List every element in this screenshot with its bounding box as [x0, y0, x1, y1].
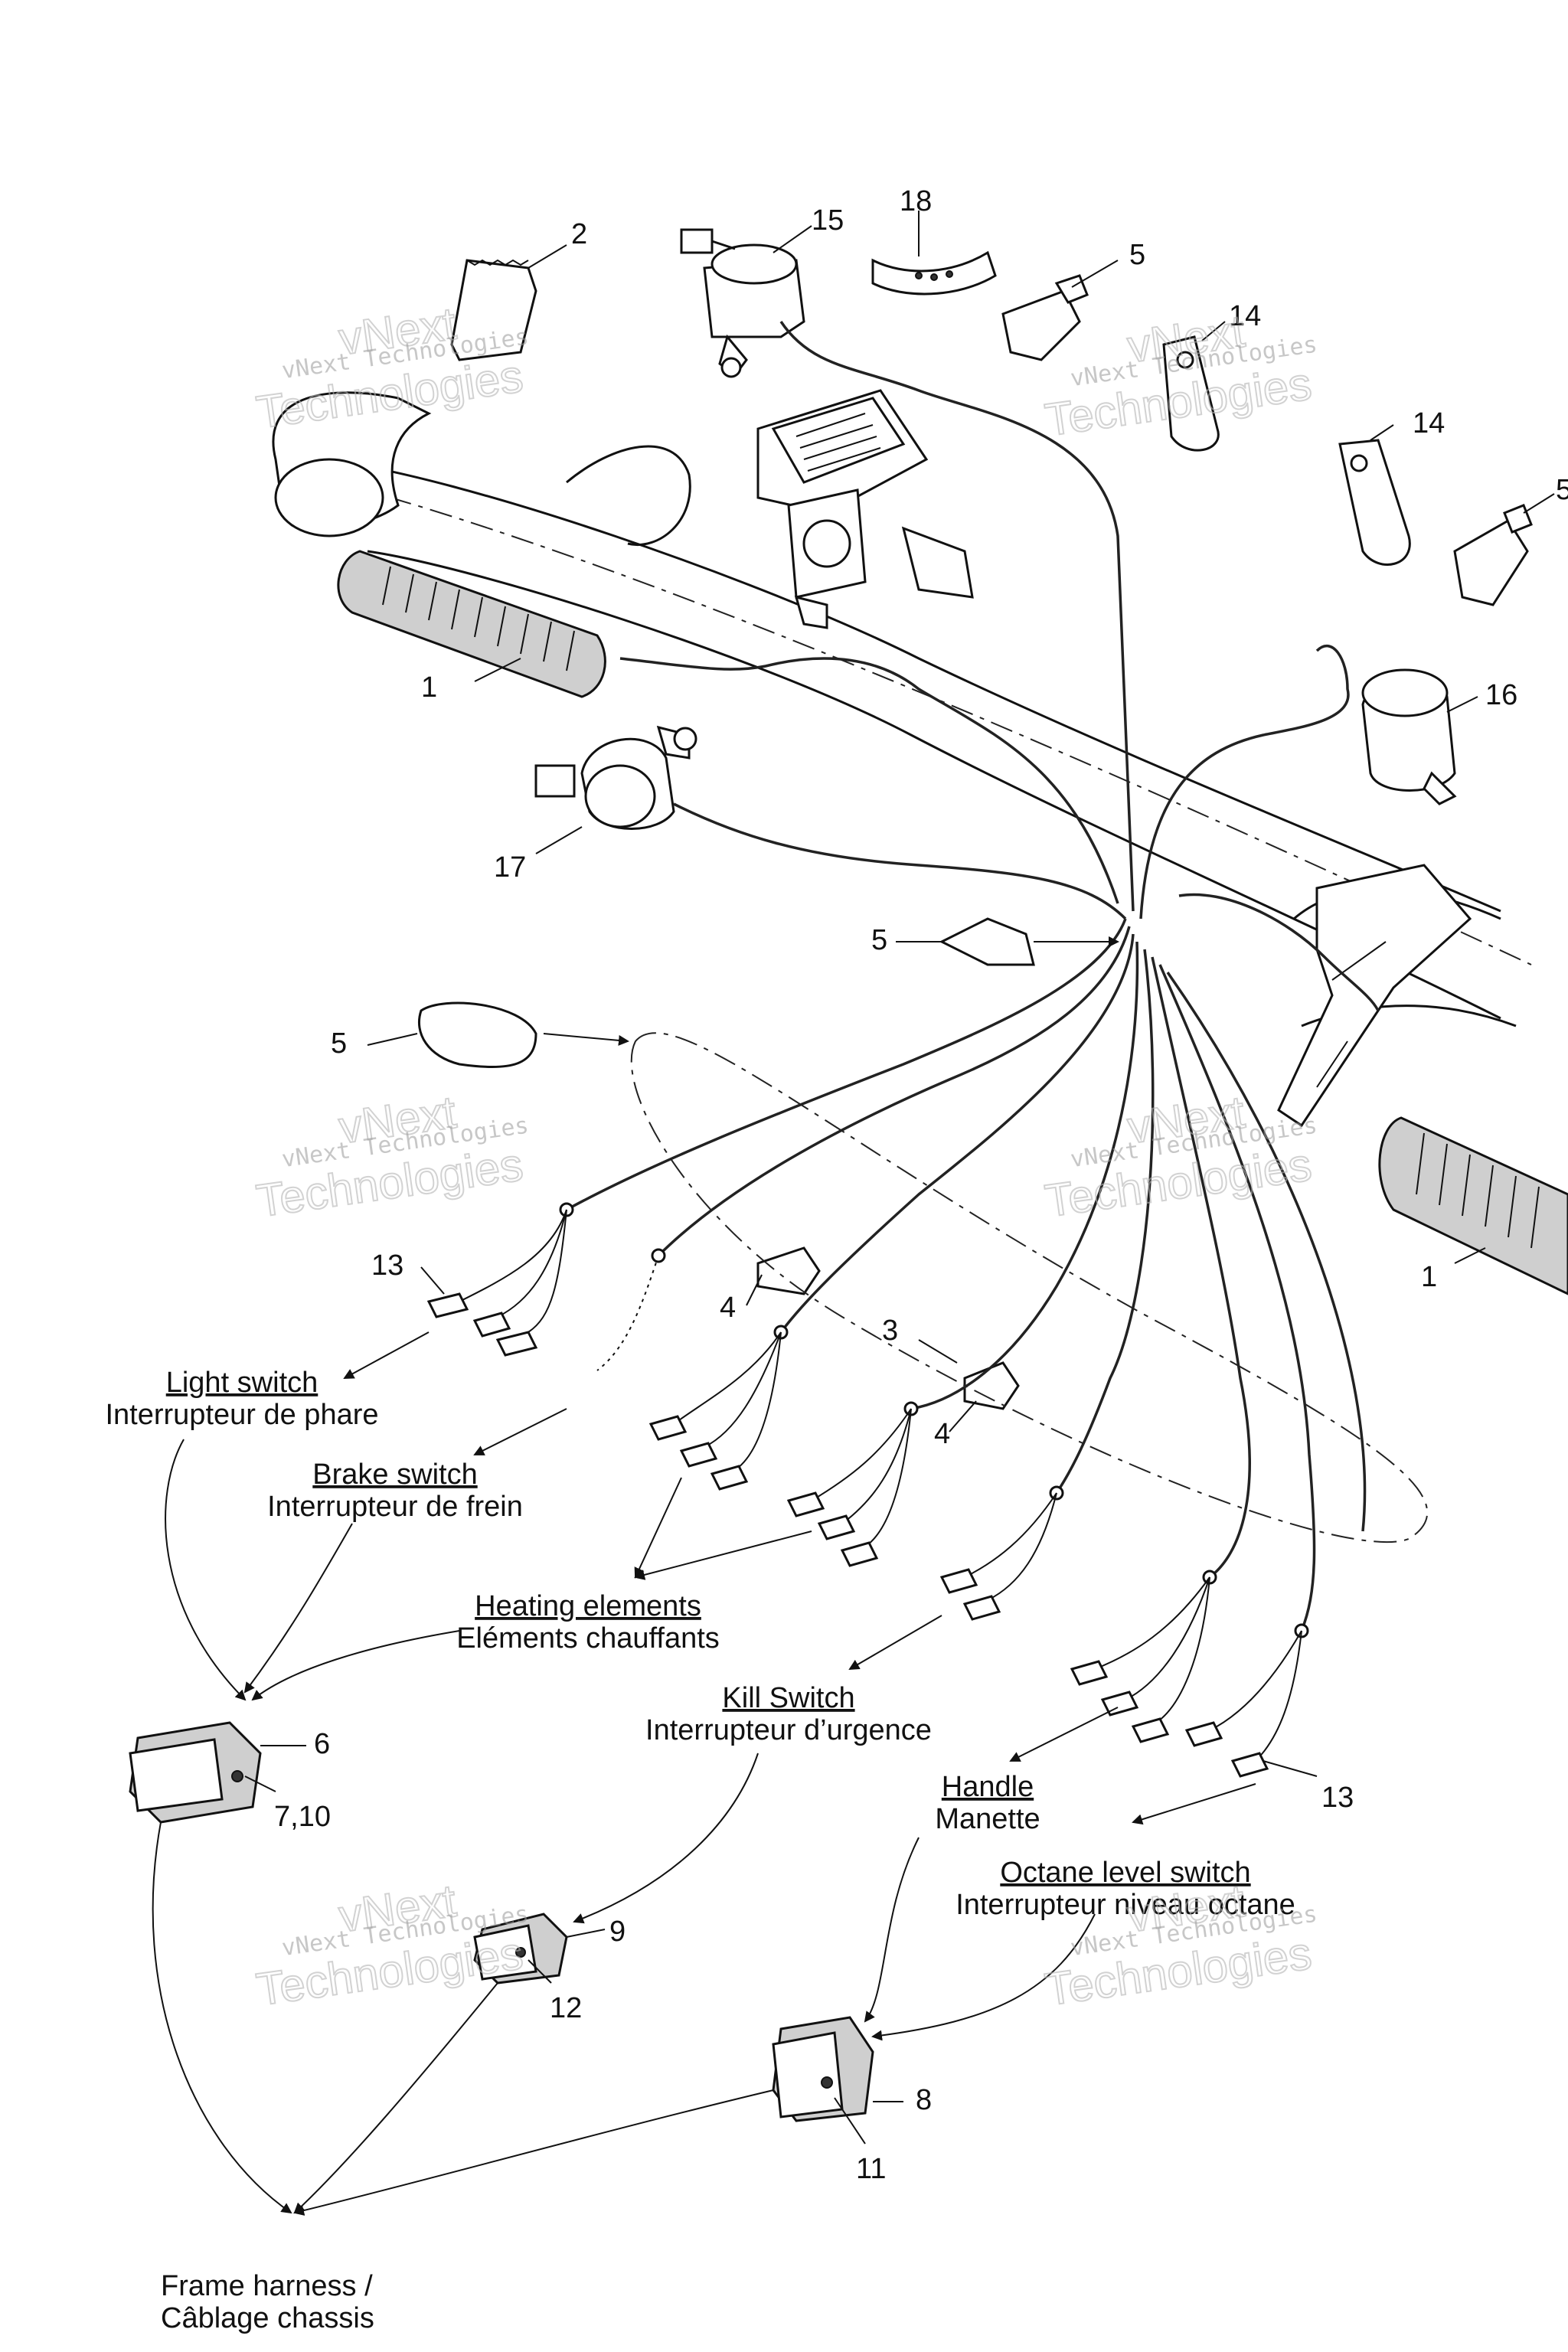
callout-leaders — [244, 211, 1555, 2145]
cable-tie-5b — [1453, 504, 1533, 606]
callout-numbers: 2 15 18 5 14 14 5 1 16 17 5 5 13 4 3 4 1… — [274, 185, 1568, 2185]
left-grip-heated — [337, 550, 606, 698]
caption-frame-harness-1: Frame harness / — [161, 2270, 373, 2302]
connector-part-6 — [129, 1721, 262, 1824]
callout-2: 2 — [571, 218, 587, 250]
callout-5b: 5 — [1556, 474, 1568, 506]
caption-octane-en: Octane level switch — [1000, 1857, 1250, 1889]
clip-part-4a — [756, 1246, 821, 1295]
callout-12: 12 — [550, 1992, 582, 2024]
callout-13b: 13 — [1321, 1782, 1354, 1814]
callout-11: 11 — [856, 2153, 886, 2185]
clip-part-14a — [1162, 335, 1220, 452]
caption-brake-switch-en: Brake switch — [312, 1459, 477, 1491]
callout-3: 3 — [882, 1315, 898, 1347]
callout-13a: 13 — [371, 1250, 403, 1282]
handlebar — [272, 391, 1532, 1027]
callout-1b: 1 — [1421, 1261, 1437, 1293]
cable-tie-5c — [939, 917, 1035, 966]
clip-part-14b — [1338, 439, 1411, 566]
callout-7-10: 7,10 — [274, 1801, 331, 1833]
callout-9: 9 — [609, 1916, 626, 1948]
right-grip-heated — [1378, 1116, 1568, 1295]
captions: Light switch Interrupteur de phare Brake… — [105, 1367, 1295, 2334]
routing-leaders — [152, 1439, 1096, 2216]
callout-5a: 5 — [1129, 239, 1145, 271]
cable-tie-5a — [1001, 274, 1089, 361]
wire-harness — [559, 321, 1380, 1638]
caption-octane-fr: Interrupteur niveau octane — [956, 1889, 1295, 1921]
caption-arrows — [343, 936, 1256, 1825]
callout-14b: 14 — [1413, 407, 1445, 439]
connector-part-8 — [772, 2016, 874, 2122]
switch-part-17 — [534, 725, 697, 830]
callout-15: 15 — [812, 204, 844, 237]
callout-14a: 14 — [1229, 300, 1261, 332]
callout-18: 18 — [900, 185, 932, 217]
caption-kill-switch-fr: Interrupteur d’urgence — [645, 1714, 932, 1746]
callout-16: 16 — [1485, 679, 1517, 711]
caption-heating-fr: Eléments chauffants — [456, 1622, 720, 1655]
caption-frame-harness-2: Câblage chassis — [161, 2302, 374, 2334]
callout-5d: 5 — [331, 1027, 347, 1060]
caption-brake-switch-fr: Interrupteur de frein — [267, 1491, 523, 1523]
terminals — [426, 1209, 1302, 1778]
brake-lever — [1277, 864, 1472, 1128]
callout-4b: 4 — [934, 1418, 950, 1450]
callout-8: 8 — [916, 2084, 932, 2116]
caption-handle-en: Handle — [942, 1771, 1034, 1803]
connector-part-9 — [473, 1913, 568, 1984]
clip-part-4b — [963, 1361, 1020, 1410]
callout-5c: 5 — [871, 924, 887, 956]
cable-tie-5d — [417, 1001, 537, 1069]
caption-kill-switch-en: Kill Switch — [722, 1682, 854, 1714]
caption-light-switch-en: Light switch — [166, 1367, 318, 1399]
callout-17: 17 — [494, 851, 526, 884]
callout-4a: 4 — [720, 1292, 736, 1324]
caption-heating-en: Heating elements — [475, 1590, 701, 1622]
switch-part-16 — [1361, 668, 1457, 805]
callout-6: 6 — [314, 1728, 330, 1760]
callout-1a: 1 — [421, 671, 437, 704]
label-part-18 — [871, 250, 997, 296]
caption-light-switch-fr: Interrupteur de phare — [105, 1399, 378, 1431]
switch-part-15 — [680, 228, 805, 378]
caption-handle-fr: Manette — [935, 1803, 1040, 1835]
watermarks: vNext vNext Technologies Technologies vN… — [253, 297, 1319, 2017]
brake-master-cylinder — [756, 389, 974, 629]
